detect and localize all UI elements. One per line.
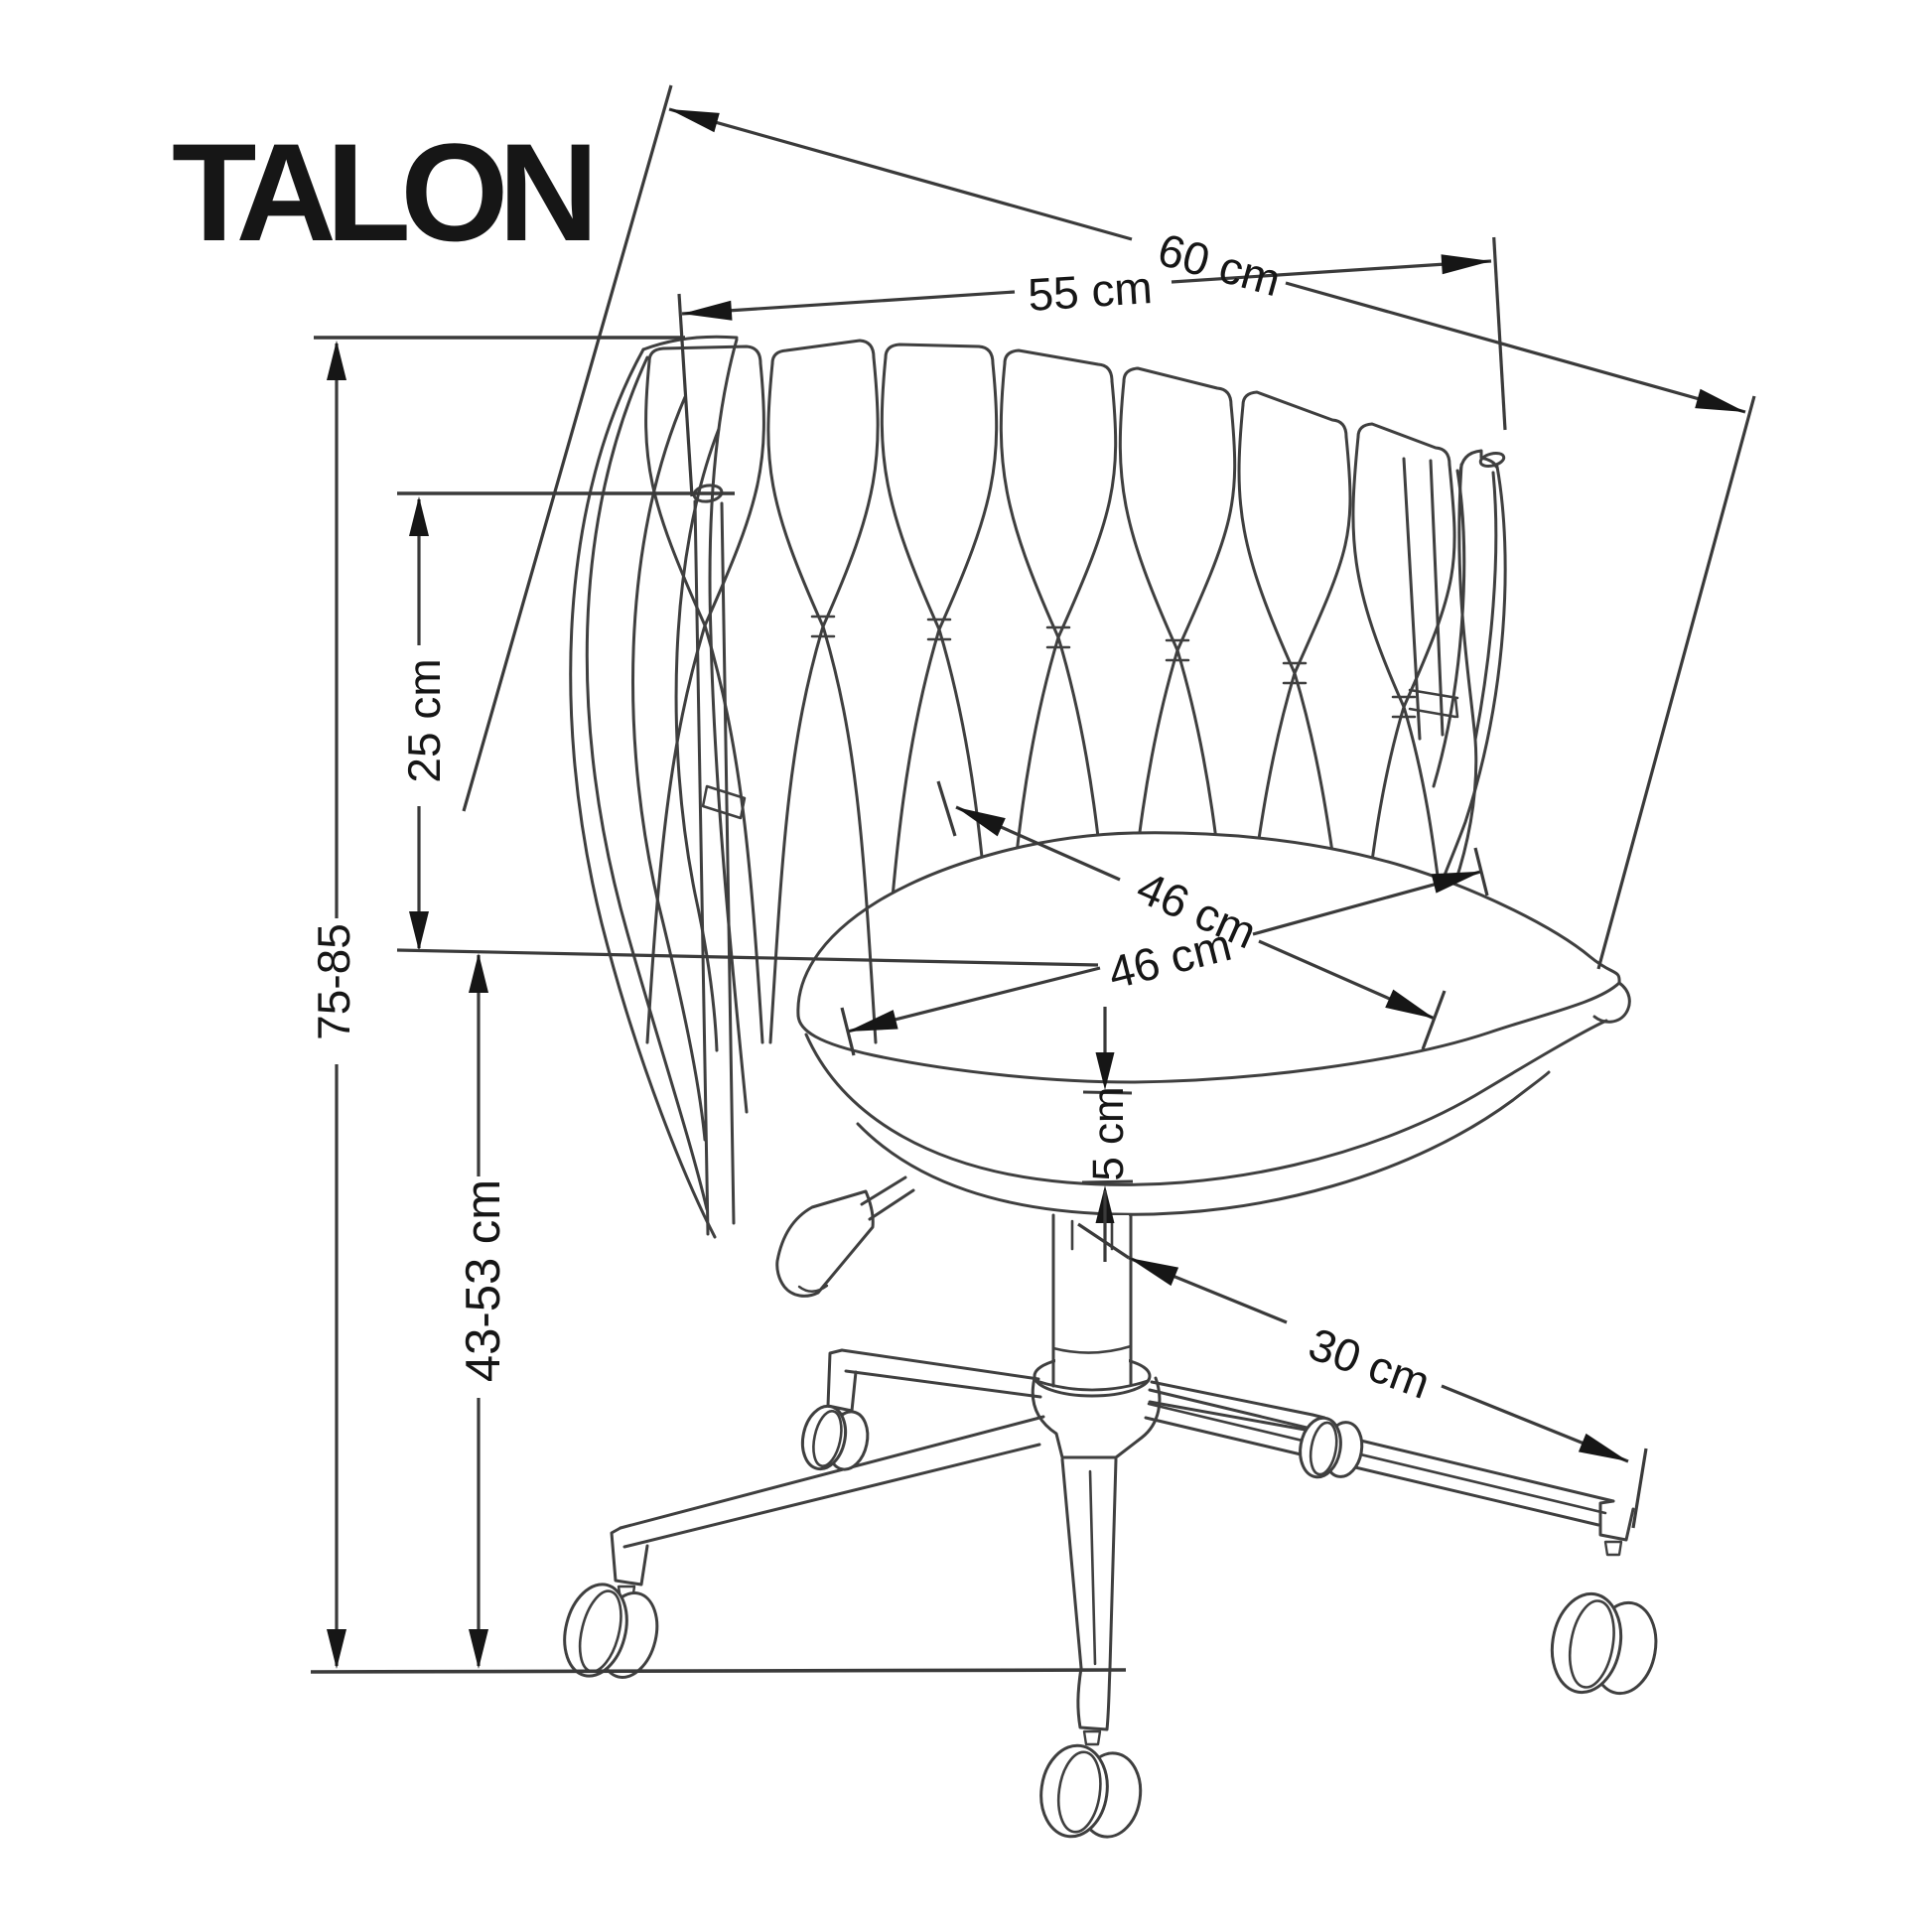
svg-text:5 cm: 5 cm [1084,1086,1133,1180]
svg-text:55 cm: 55 cm [1027,261,1154,321]
svg-text:43-53 cm: 43-53 cm [457,1179,510,1382]
svg-text:TALON: TALON [172,114,599,270]
svg-text:25 cm: 25 cm [398,658,450,782]
svg-text:75-85: 75-85 [308,923,359,1040]
